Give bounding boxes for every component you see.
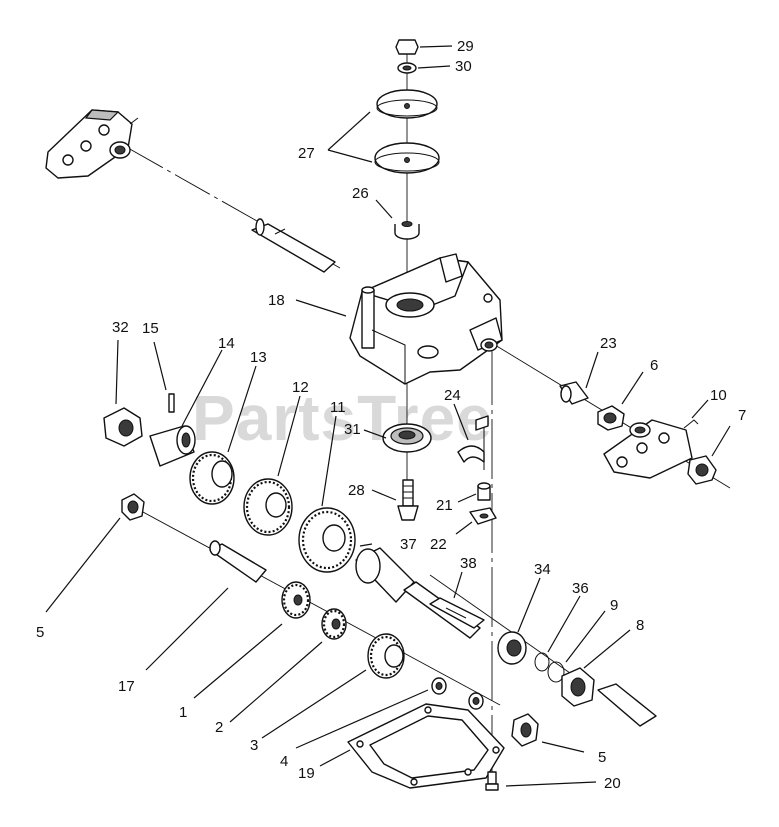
gear-1 (281, 581, 311, 619)
callout-22: 22 (430, 536, 447, 553)
sleeve-23 (559, 381, 589, 405)
bushing-8 (561, 667, 595, 707)
callout-31: 31 (344, 421, 361, 438)
bolt-28 (397, 479, 419, 521)
callout-26: 26 (352, 185, 369, 202)
washer-30 (397, 62, 417, 74)
callout-13: 13 (250, 349, 267, 366)
bushing-5-left (121, 493, 145, 521)
callout-30: 30 (455, 58, 472, 75)
callout-6: 6 (650, 357, 658, 374)
bushing-7 (687, 455, 717, 485)
callout-11: 11 (330, 399, 346, 416)
callout-29: 29 (457, 38, 474, 55)
callout-15: 15 (142, 320, 159, 337)
seal-34 (497, 631, 527, 665)
oil-pan-19 (347, 703, 505, 789)
callout-36: 36 (572, 580, 589, 597)
callout-20: 20 (604, 775, 621, 792)
callout-34: 34 (534, 561, 551, 578)
shaft-right-lower (597, 683, 657, 727)
flange-cover-top (45, 109, 139, 179)
callout-18: 18 (268, 292, 285, 309)
callout-27: 27 (298, 145, 315, 162)
callout-9: 9 (610, 597, 618, 614)
shift-fork-24 (457, 415, 489, 470)
callout-10: 10 (710, 387, 727, 404)
pin-21 (477, 482, 491, 501)
callout-8: 8 (636, 617, 644, 634)
gear-13 (189, 451, 235, 505)
partstree-watermark: PartsTree (192, 382, 493, 454)
callout-37: 37 (400, 536, 417, 553)
gearbox-housing-18 (349, 253, 503, 385)
washer-4 (431, 677, 447, 695)
callout-4: 4 (280, 753, 288, 770)
callout-24: 24 (444, 387, 461, 404)
gear-12 (243, 478, 293, 536)
gear-3 (367, 633, 405, 679)
bearing-31 (382, 423, 432, 453)
callout-17: 17 (118, 678, 135, 695)
nut-29 (395, 39, 419, 55)
clip-22 (469, 507, 497, 525)
disc-27-upper (376, 89, 438, 119)
callout-5-left: 5 (36, 624, 44, 641)
gear-11 (298, 507, 356, 573)
bushing-32 (103, 407, 143, 447)
callout-3: 3 (250, 737, 258, 754)
gear-2 (321, 608, 347, 640)
callout-14: 14 (218, 335, 235, 352)
callout-32: 32 (112, 319, 129, 336)
callout-5-right: 5 (598, 749, 606, 766)
callout-2: 2 (215, 719, 223, 736)
shaft-upper (251, 218, 336, 273)
shaft-17 (209, 540, 267, 583)
pin-10 (683, 419, 699, 429)
callout-21: 21 (436, 497, 453, 514)
leader-lines (45, 45, 731, 787)
callout-38: 38 (460, 555, 477, 572)
callout-7: 7 (738, 407, 746, 424)
flange-cover-right (603, 419, 693, 479)
bushing-26 (394, 221, 420, 240)
callout-numbers: 29 30 27 26 18 23 6 10 7 32 15 14 13 12 … (36, 38, 746, 792)
ring-9 (547, 661, 565, 683)
disc-27-lower (374, 142, 440, 174)
callout-23: 23 (600, 335, 617, 352)
callout-1: 1 (179, 704, 187, 721)
callout-28: 28 (348, 482, 365, 499)
bolt-20 (485, 771, 499, 791)
bushing-5-right (511, 713, 539, 747)
pin-15 (168, 393, 175, 413)
callout-12: 12 (292, 379, 309, 396)
ring-36 (534, 652, 550, 672)
key-38 (429, 597, 485, 629)
callout-19: 19 (298, 765, 315, 782)
bushing-6 (597, 405, 625, 431)
sleeve-14 (149, 425, 196, 467)
washer-small (468, 692, 484, 710)
